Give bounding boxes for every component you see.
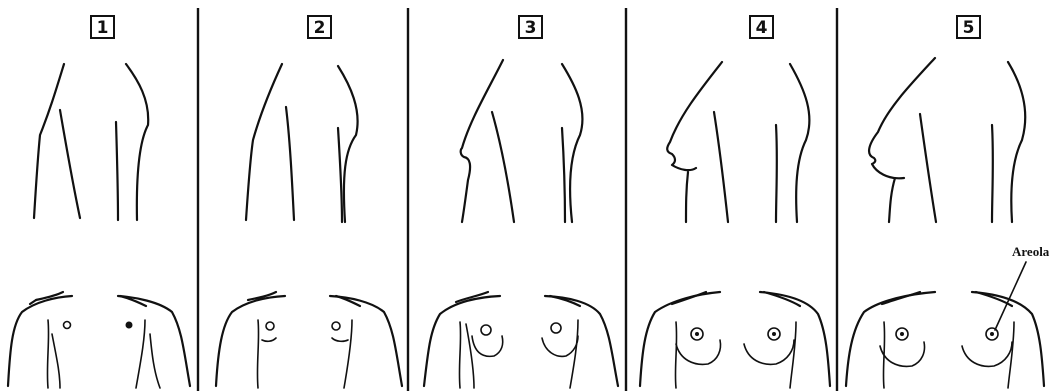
stage-label-2: 2 <box>308 16 331 38</box>
areola-label: Areola <box>1012 244 1050 259</box>
stage-5-profile-view <box>869 58 1025 222</box>
stage-label-5: 5 <box>957 16 980 38</box>
stage-number-5: 5 <box>963 18 975 38</box>
stage-5-front-view <box>846 292 1044 388</box>
stage-4-front-view <box>640 292 830 388</box>
stage-2-front-view <box>216 292 402 388</box>
stage-label-1: 1 <box>91 16 114 38</box>
stage-number-4: 4 <box>756 18 768 38</box>
stage-number-1: 1 <box>97 18 109 38</box>
stage-1-front-view <box>8 292 190 388</box>
stage-label-4: 4 <box>750 16 773 38</box>
stage-number-3: 3 <box>525 18 537 38</box>
stage-1-profile-view <box>34 64 148 220</box>
stage-3-profile-view <box>461 60 583 222</box>
stage-3-front-view <box>424 292 618 388</box>
areola-annotation: Areola <box>995 244 1050 330</box>
stage-label-3: 3 <box>519 16 542 38</box>
stage-2-profile-view <box>246 64 358 222</box>
stage-4-profile-view <box>667 62 809 222</box>
stage-number-2: 2 <box>314 18 326 38</box>
